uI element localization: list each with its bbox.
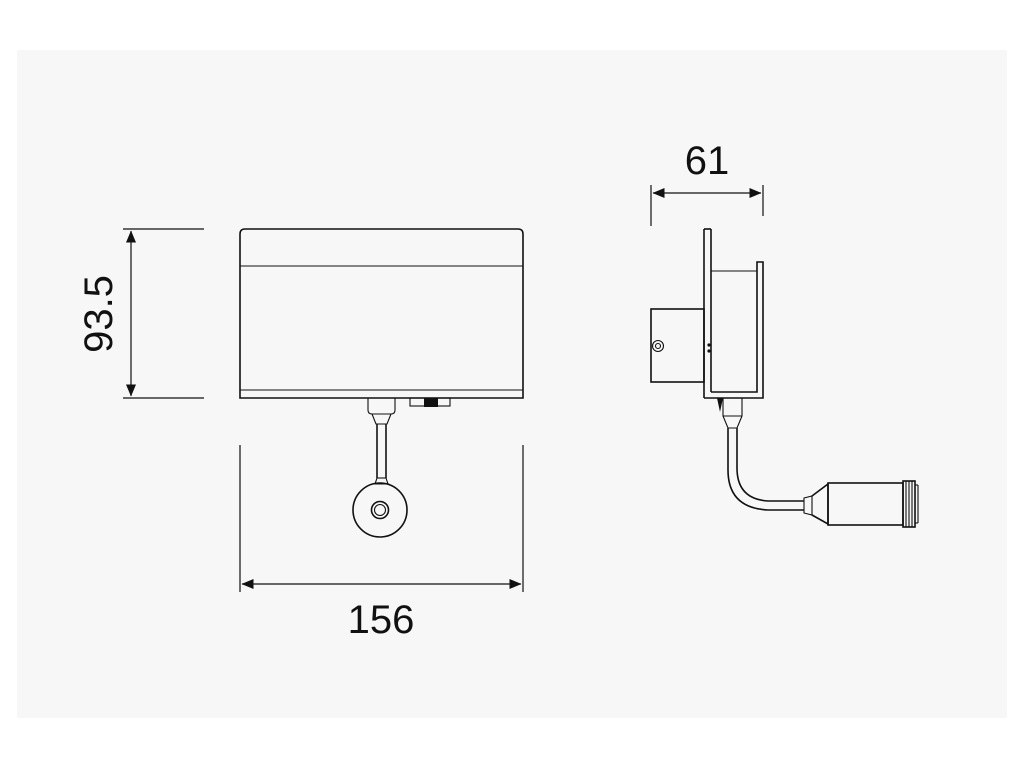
arm-connector-neck [371, 413, 392, 425]
pin-dot-1 [707, 343, 711, 347]
height-dimension: 93.5 [77, 228, 204, 399]
spot-lens-ring [370, 500, 390, 520]
rocker-switch-button [424, 398, 438, 407]
width-dimension: 156 [239, 445, 524, 642]
gooseneck-outer [727, 428, 804, 511]
spot-head-body [827, 482, 904, 526]
wall-box [650, 308, 705, 383]
height-dimension-label: 93.5 [77, 275, 121, 353]
spot-lens [373, 503, 387, 517]
housing-outline [239, 228, 524, 399]
wall-box-screw-center [654, 342, 662, 350]
front-view [239, 228, 524, 538]
spot-head-outer [352, 482, 408, 538]
width-dimension-label: 156 [348, 598, 415, 642]
arm-joint-collar [374, 477, 389, 485]
arm-connector [367, 397, 396, 415]
depth-dimension: 61 [650, 139, 764, 226]
switch-nub [717, 398, 723, 412]
gooseneck-inner [736, 428, 804, 502]
u-channel [704, 261, 764, 399]
wall-box-screw [651, 339, 665, 353]
side-view [650, 228, 919, 528]
drawing-panel [17, 50, 1007, 718]
side-arm-connector [722, 398, 743, 429]
spot-head-taper [811, 482, 829, 526]
pin-dot-2 [707, 349, 711, 353]
depth-dimension-label: 61 [685, 139, 730, 183]
gooseneck-end-collar [803, 495, 813, 516]
